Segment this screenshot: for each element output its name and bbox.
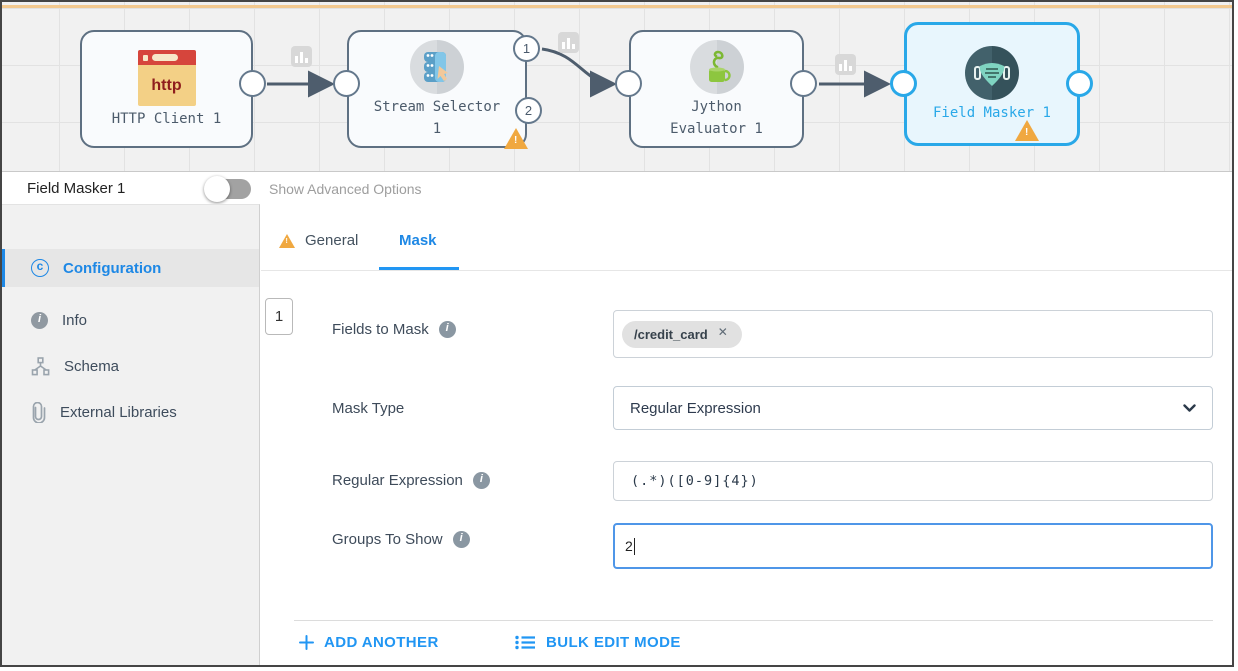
node-http-client-1[interactable]: http HTTP Client 1 xyxy=(80,30,253,148)
field-label-text: Groups To Show xyxy=(332,531,443,548)
canvas-top-divider xyxy=(2,5,1232,8)
fields-to-mask-input[interactable]: /credit_card xyxy=(613,310,1213,358)
configuration-icon xyxy=(31,259,49,277)
sidebar-item-label: Schema xyxy=(64,357,120,375)
sidebar-item-info[interactable]: Info xyxy=(2,301,259,339)
node-stream-selector-1[interactable]: Stream Selector 1 xyxy=(347,30,527,148)
info-icon[interactable] xyxy=(452,531,470,548)
sidebar-item-label: Configuration xyxy=(63,259,162,277)
node-label: Field Masker 1 xyxy=(932,105,1051,121)
sidebar: Configuration Info Schema External Libra… xyxy=(2,204,260,665)
tab-warning-icon xyxy=(279,233,295,248)
node-label: Jython xyxy=(691,99,742,115)
field-masker-input-port[interactable] xyxy=(890,70,917,97)
action-label: ADD ANOTHER xyxy=(324,634,439,651)
tabs-divider xyxy=(261,270,1232,271)
node-label-line2: 1 xyxy=(432,121,442,137)
metrics-icon[interactable] xyxy=(835,54,856,75)
info-icon[interactable] xyxy=(438,321,456,338)
toggle-knob xyxy=(204,175,230,202)
config-item-index: 1 xyxy=(265,298,293,335)
select-value: Regular Expression xyxy=(630,399,761,417)
sidebar-item-label: External Libraries xyxy=(60,403,177,421)
field-label-text: Fields to Mask xyxy=(332,321,429,338)
node-jython-evaluator-1[interactable]: Jython Evaluator 1 xyxy=(629,30,804,148)
stage-header: Field Masker 1 Show Advanced Options xyxy=(2,173,1232,204)
jython-evaluator-input-port[interactable] xyxy=(615,70,642,97)
node-label: HTTP Client 1 xyxy=(111,111,222,127)
field-label-fields-to-mask: Fields to Mask xyxy=(332,321,456,338)
stream-selector-output-port-1[interactable]: 1 xyxy=(513,35,540,62)
stream-selector-input-port[interactable] xyxy=(333,70,360,97)
add-another-button[interactable]: ADD ANOTHER xyxy=(299,634,439,651)
node-field-masker-1[interactable]: Field Masker 1 xyxy=(904,22,1080,146)
sidebar-item-configuration[interactable]: Configuration xyxy=(2,249,259,287)
field-masker-warning-icon[interactable] xyxy=(1015,120,1039,141)
http-icon-text: http xyxy=(137,65,196,106)
stream-selector-icon xyxy=(410,40,464,94)
input-value: (.*)([0-9]{4}) xyxy=(631,473,759,489)
pipeline-edges xyxy=(267,47,891,98)
info-icon[interactable] xyxy=(472,472,490,489)
form-divider xyxy=(294,620,1213,621)
field-masker-icon xyxy=(965,46,1019,100)
chip-remove-icon[interactable] xyxy=(718,325,730,340)
field-chip: /credit_card xyxy=(622,320,742,348)
mask-type-select[interactable]: Regular Expression xyxy=(613,386,1213,430)
field-label-text: Mask Type xyxy=(332,400,405,417)
stream-selector-warning-icon[interactable] xyxy=(504,128,528,149)
jython-evaluator-icon xyxy=(689,40,744,94)
action-label: BULK EDIT MODE xyxy=(546,634,681,651)
tab-label: Mask xyxy=(399,232,437,249)
chevron-down-icon xyxy=(1183,403,1196,412)
sidebar-item-external-libraries[interactable]: External Libraries xyxy=(2,393,259,431)
chip-label: /credit_card xyxy=(634,326,708,342)
field-label-text: Regular Expression xyxy=(332,472,463,489)
regular-expression-input[interactable]: (.*)([0-9]{4}) xyxy=(613,461,1213,501)
http-client-icon: http xyxy=(137,50,196,106)
active-tab-underline xyxy=(379,267,459,270)
field-label-mask-type: Mask Type xyxy=(332,400,404,417)
show-advanced-options-toggle[interactable] xyxy=(204,175,251,202)
info-icon xyxy=(31,311,48,329)
tab-mask[interactable]: Mask xyxy=(399,232,437,249)
metrics-icon[interactable] xyxy=(291,46,312,67)
paperclip-icon xyxy=(32,401,46,423)
jython-evaluator-output-port[interactable] xyxy=(790,70,817,97)
bulk-edit-mode-button[interactable]: BULK EDIT MODE xyxy=(515,634,681,651)
text-cursor xyxy=(633,537,636,555)
field-label-groups-to-show: Groups To Show xyxy=(332,531,470,548)
pipeline-canvas[interactable]: http HTTP Client 1 Str xyxy=(2,2,1232,172)
config-panel: General Mask 1 Fields to Mask /credit_ca… xyxy=(261,204,1232,665)
toggle-label: Show Advanced Options xyxy=(269,180,422,197)
input-value: 2 xyxy=(625,538,633,554)
stream-selector-output-port-2[interactable]: 2 xyxy=(515,97,542,124)
tab-general[interactable]: General xyxy=(279,232,358,249)
http-client-output-port[interactable] xyxy=(239,70,266,97)
groups-to-show-input[interactable]: 2 xyxy=(613,523,1213,569)
sidebar-item-schema[interactable]: Schema xyxy=(2,347,259,385)
field-masker-output-port[interactable] xyxy=(1066,70,1093,97)
plus-icon xyxy=(299,635,314,650)
stage-title: Field Masker 1 xyxy=(27,180,126,197)
field-label-regular-expression: Regular Expression xyxy=(332,472,490,489)
tab-label: General xyxy=(305,232,359,249)
metrics-icon[interactable] xyxy=(558,32,579,53)
sidebar-item-label: Info xyxy=(62,311,88,329)
node-label-line2: Evaluator 1 xyxy=(670,121,763,137)
node-label: Stream Selector xyxy=(373,99,501,115)
schema-icon xyxy=(31,356,50,375)
bulk-edit-list-icon xyxy=(515,635,535,650)
